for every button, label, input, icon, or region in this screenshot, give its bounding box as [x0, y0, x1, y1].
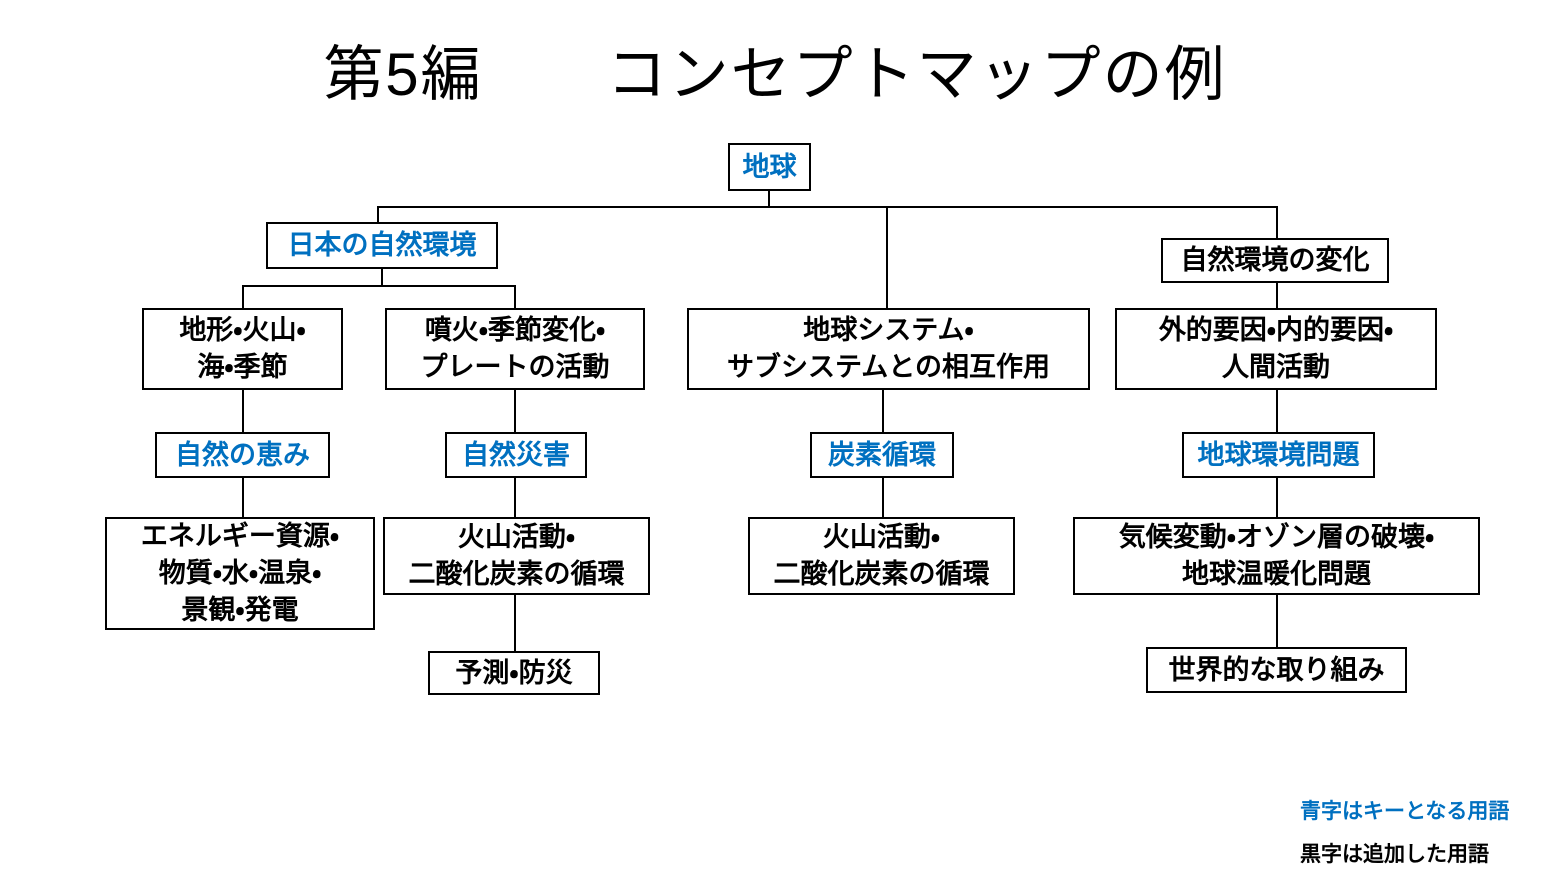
node-env-change: 自然環境の変化	[1161, 238, 1389, 283]
node-eruption: 噴火・季節変化・ プレートの活動	[385, 308, 645, 390]
node-energy-resources: エネルギー資源・ 物質・水・温泉・ 景観・発電	[105, 517, 375, 630]
connector-terrain-blessing	[242, 390, 244, 432]
connector-blessing-energy	[242, 478, 244, 517]
node-japan-nature: 日本の自然環境	[266, 222, 498, 269]
connector-carbon-volcano	[882, 478, 884, 517]
page-title: 第5編 コンセプトマップの例	[323, 41, 1227, 108]
legend-key-terms: 青字はキーとなる用語	[1300, 800, 1510, 823]
node-climate-change: 気候変動・オゾン層の破壊・ 地球温暖化問題	[1073, 517, 1480, 595]
connector-japan-nature-down	[381, 269, 383, 287]
node-terrain: 地形・火山・ 海・季節	[142, 308, 343, 390]
connector-drop-earth-system	[886, 206, 888, 308]
node-ext-factors: 外的要因・内的要因・ 人間活動	[1115, 308, 1437, 390]
node-earth-system: 地球システム・ サブシステムとの相互作用	[687, 308, 1090, 390]
node-nature-blessing: 自然の恵み	[155, 432, 330, 478]
connector-drop-env-change	[1276, 206, 1278, 238]
connector-earth-down	[768, 191, 770, 208]
connector-main-horizontal	[377, 206, 1278, 208]
connector-split-right-drop	[514, 285, 516, 308]
node-carbon-cycle: 炭素循環	[810, 432, 954, 478]
node-global-efforts: 世界的な取り組み	[1146, 647, 1407, 693]
connector-issues-climate	[1276, 478, 1278, 517]
legend-added-terms: 黒字は追加した用語	[1300, 843, 1489, 866]
node-volcano-co2-center: 火山活動・ 二酸化炭素の循環	[748, 517, 1015, 595]
node-natural-disaster: 自然災害	[445, 432, 587, 478]
connector-split-horizontal	[242, 285, 516, 287]
node-global-env-issues: 地球環境問題	[1182, 432, 1375, 478]
connector-disaster-volcano	[514, 478, 516, 517]
connector-volcano-prediction	[514, 595, 516, 651]
connector-extfactors-issues	[1276, 390, 1278, 432]
connector-system-carbon	[882, 390, 884, 432]
connector-eruption-disaster	[514, 390, 516, 432]
connector-envchange-extfactors	[1276, 283, 1278, 308]
node-volcano-co2-left: 火山活動・ 二酸化炭素の循環	[383, 517, 650, 595]
node-prediction: 予測・防災	[428, 651, 600, 695]
connector-split-left-drop	[242, 285, 244, 308]
connector-climate-global	[1276, 595, 1278, 647]
connector-drop-japan-nature	[377, 206, 379, 222]
node-earth: 地球	[728, 143, 811, 191]
